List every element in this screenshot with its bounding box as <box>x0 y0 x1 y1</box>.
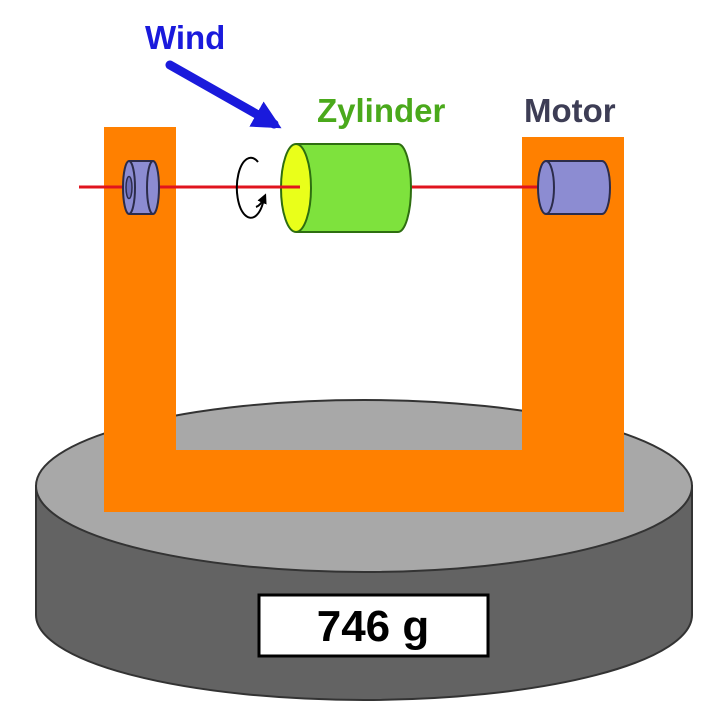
wind-arrow-icon <box>165 60 282 129</box>
motor <box>537 160 611 215</box>
scale-display: 746 g <box>257 593 490 658</box>
rotation-arrow-icon <box>235 156 267 219</box>
motor-label: Motor <box>524 92 616 129</box>
scale-reading: 746 g <box>317 602 430 651</box>
bearing <box>122 160 160 215</box>
cylinder <box>280 143 412 233</box>
cylinder-label: Zylinder <box>317 92 446 129</box>
wind-label: Wind <box>145 19 225 56</box>
